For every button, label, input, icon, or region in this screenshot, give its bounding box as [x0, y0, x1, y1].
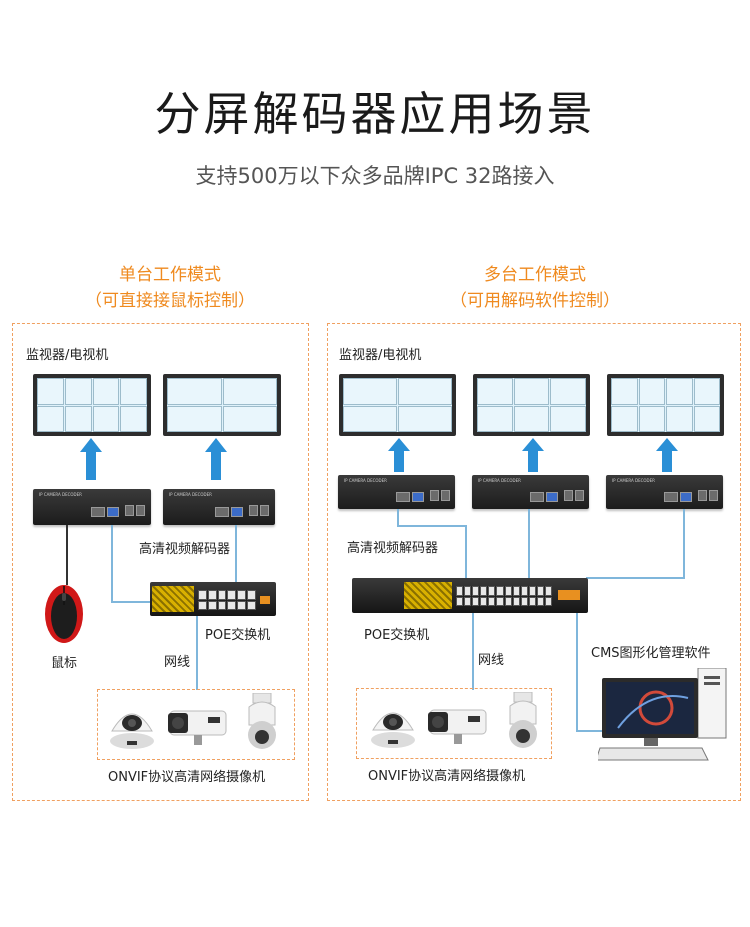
- left-mode-name: 单台工作模式: [119, 265, 221, 285]
- switch-icon: [150, 582, 276, 616]
- decoder-icon: IP CAMERA DECODER: [338, 475, 455, 509]
- right-mode-sub: （可用解码软件控制）: [450, 291, 620, 311]
- up-arrow-icon: [205, 438, 227, 480]
- decoder-icon: IP CAMERA DECODER: [472, 475, 589, 509]
- right-panel: [327, 323, 741, 801]
- decoder-icon: IP CAMERA DECODER: [33, 489, 151, 525]
- right-mode-title: 多台工作模式 （可用解码软件控制）: [385, 262, 685, 314]
- cms-label: CMS图形化管理软件: [591, 646, 711, 661]
- left-mode-title: 单台工作模式 （可直接接鼠标控制）: [20, 262, 320, 314]
- right-decoder-label: 高清视频解码器: [347, 541, 439, 556]
- left-switch-label: POE交换机: [205, 628, 271, 643]
- bullet-camera-icon: [168, 710, 227, 745]
- decoder-tag: IP CAMERA DECODER: [39, 492, 82, 497]
- computer-icon: [598, 668, 727, 761]
- monitor-icon: [339, 374, 456, 436]
- up-arrow-icon: [656, 438, 678, 472]
- up-arrow-icon: [522, 438, 544, 472]
- up-arrow-icon: [388, 438, 410, 472]
- right-mode-name: 多台工作模式: [484, 265, 586, 285]
- decoder-tag: IP CAMERA DECODER: [169, 492, 212, 497]
- right-net-label: 网线: [478, 653, 505, 668]
- monitor-icon: [33, 374, 151, 436]
- monitor-icon: [473, 374, 590, 436]
- decoder-icon: IP CAMERA DECODER: [163, 489, 275, 525]
- ptz-camera-icon: [509, 692, 537, 748]
- switch-icon: [352, 578, 588, 613]
- right-monitor-label: 监视器/电视机: [339, 348, 422, 363]
- page-subtitle: 支持500万以下众多品牌IPC 32路接入: [195, 164, 555, 188]
- up-arrow-icon: [80, 438, 102, 480]
- decoder-tag: IP CAMERA DECODER: [478, 478, 521, 483]
- left-decoder-label: 高清视频解码器: [139, 542, 231, 557]
- left-camera-label: ONVIF协议高清网络摄像机: [108, 770, 266, 785]
- mouse-label: 鼠标: [51, 656, 78, 671]
- right-switch-label: POE交换机: [364, 628, 430, 643]
- decoder-icon: IP CAMERA DECODER: [606, 475, 723, 509]
- right-camera-label: ONVIF协议高清网络摄像机: [368, 769, 526, 784]
- decoder-tag: IP CAMERA DECODER: [612, 478, 655, 483]
- dome-camera-icon: [371, 712, 415, 748]
- left-panel: [12, 323, 309, 801]
- dome-camera-icon: [110, 713, 154, 749]
- monitor-icon: [607, 374, 724, 436]
- monitor-icon: [163, 374, 281, 436]
- left-net-label: 网线: [164, 655, 191, 670]
- decoder-tag: IP CAMERA DECODER: [344, 478, 387, 483]
- camera-group: [356, 688, 552, 759]
- ptz-camera-icon: [248, 693, 276, 749]
- left-mode-sub: （可直接接鼠标控制）: [85, 291, 255, 311]
- mouse-icon: [45, 585, 83, 643]
- left-monitor-label: 监视器/电视机: [26, 348, 109, 363]
- bullet-camera-icon: [428, 709, 487, 744]
- camera-group: [97, 689, 295, 760]
- page-title: 分屏解码器应用场景: [154, 87, 596, 141]
